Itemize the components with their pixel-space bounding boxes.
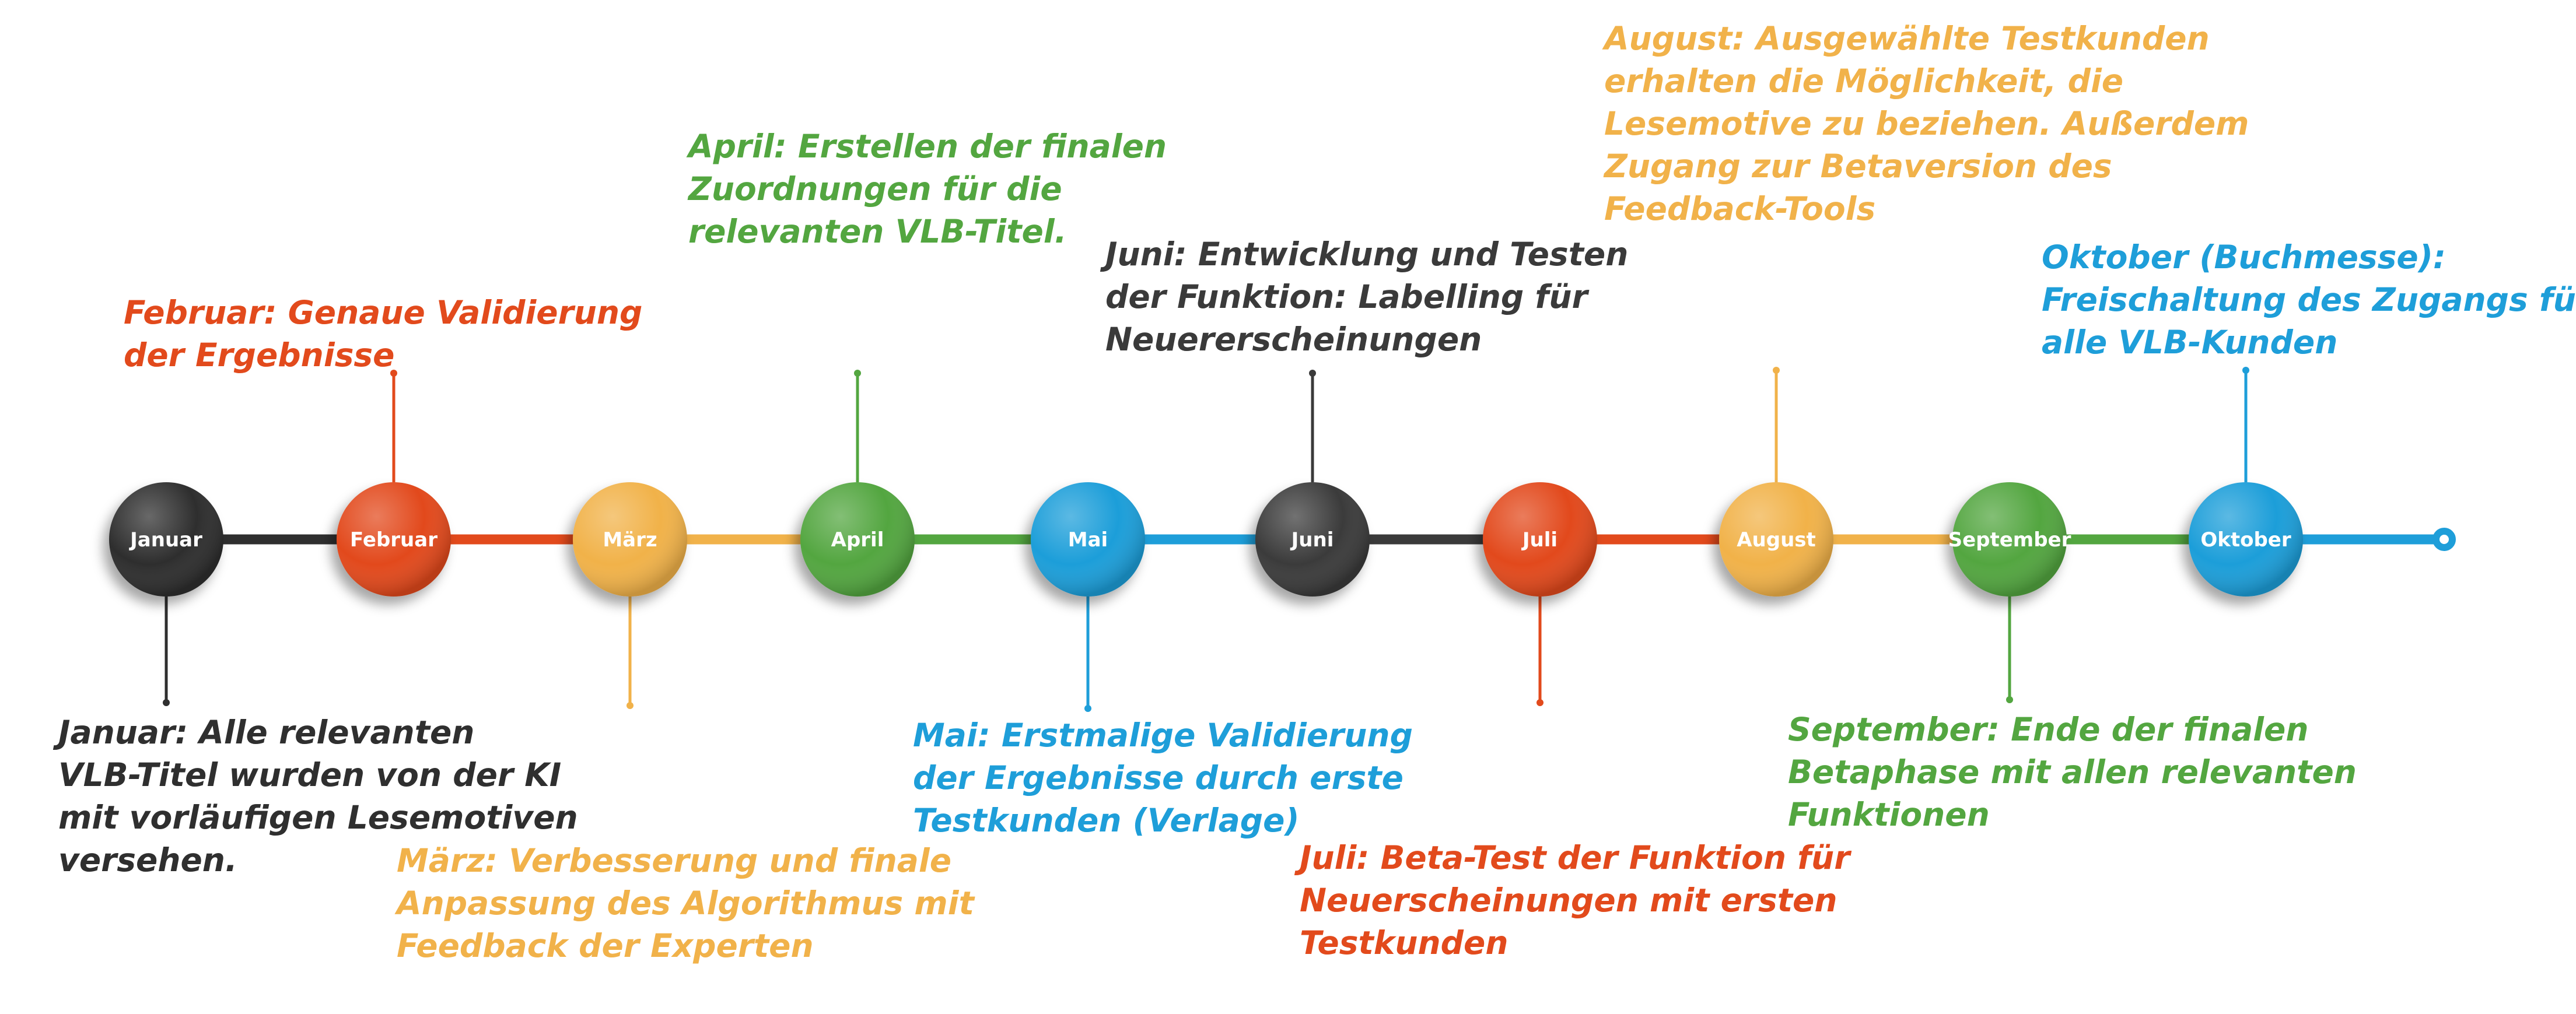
note-line: Oktober (Buchmesse): bbox=[2042, 238, 2446, 276]
month-highlight-april bbox=[800, 482, 915, 597]
note-august: August: Ausgewählte Testkunden erhalten d… bbox=[1604, 17, 2249, 230]
month-node-januar: Januar bbox=[109, 482, 223, 597]
note-line: relevanten VLB-Titel. bbox=[688, 213, 1067, 250]
note-line: Feedback der Experten bbox=[397, 927, 814, 964]
month-highlight-januar bbox=[109, 482, 223, 597]
month-node-april: April bbox=[800, 482, 915, 597]
month-label-mai: Mai bbox=[1068, 528, 1108, 552]
note-line: Zugang zur Betaversion des bbox=[1604, 148, 2112, 185]
stem-dot-april bbox=[854, 370, 861, 377]
note-line: Betaphase mit allen relevanten bbox=[1788, 753, 2357, 791]
month-label-maerz: März bbox=[603, 528, 657, 552]
stem-dot-juli bbox=[1536, 699, 1544, 706]
stem-dot-august bbox=[1773, 367, 1780, 374]
note-line: Feedback-Tools bbox=[1604, 190, 1876, 227]
note-line: August: Ausgewählte Testkunden bbox=[1604, 20, 2210, 57]
stem-dot-maerz bbox=[626, 702, 634, 709]
note-line: erhalten die Möglichkeit, die bbox=[1604, 62, 2124, 100]
note-line: Freischaltung des Zugangs für bbox=[2042, 281, 2576, 318]
note-line: der Funktion: Labelling für bbox=[1105, 278, 1588, 315]
month-label-juni: Juni bbox=[1290, 528, 1334, 552]
timeline-end-marker bbox=[2432, 528, 2456, 551]
note-line: Juni: Entwicklung und Testen bbox=[1105, 236, 1629, 273]
note-line: versehen. bbox=[58, 841, 237, 879]
month-highlight-juni bbox=[1255, 482, 1370, 597]
month-highlight-august bbox=[1719, 482, 1833, 597]
note-line: Lesemotive zu beziehen. Außerdem bbox=[1604, 105, 2249, 142]
stem-dot-juni bbox=[1309, 370, 1316, 377]
month-highlight-maerz bbox=[573, 482, 687, 597]
note-oktober: Oktober (Buchmesse): Freischaltung des Zu… bbox=[2042, 236, 2576, 364]
month-node-februar: Februar bbox=[337, 482, 451, 597]
month-node-mai: Mai bbox=[1031, 482, 1145, 597]
month-node-oktober: Oktober bbox=[2189, 482, 2303, 597]
stem-dot-januar bbox=[163, 699, 170, 706]
month-highlight-februar bbox=[337, 482, 451, 597]
note-mai: Mai: Erstmalige Validierung der Ergebniss… bbox=[913, 714, 1413, 842]
stem-dot-september bbox=[2006, 696, 2013, 703]
note-line: Mai: Erstmalige Validierung bbox=[913, 717, 1413, 754]
month-highlight-juli bbox=[1483, 482, 1597, 597]
month-label-februar: Februar bbox=[350, 528, 438, 552]
month-node-juni: Juni bbox=[1255, 482, 1370, 597]
month-node-juli: Juli bbox=[1483, 482, 1597, 597]
month-node-maerz: März bbox=[573, 482, 687, 597]
note-line: der Ergebnisse bbox=[124, 336, 395, 374]
month-label-januar: Januar bbox=[129, 528, 202, 552]
note-line: Funktionen bbox=[1788, 796, 1990, 833]
month-node-september: September bbox=[1948, 482, 2071, 597]
note-line: Zuordnungen für die bbox=[688, 170, 1062, 208]
note-line: mit vorläufigen Lesemotiven bbox=[58, 799, 578, 836]
note-line: Neuererscheinungen bbox=[1105, 321, 1482, 358]
note-line: April: Erstellen der finalen bbox=[688, 128, 1167, 165]
month-highlight-september bbox=[1952, 482, 2067, 597]
note-line: alle VLB-Kunden bbox=[2042, 324, 2338, 361]
stem-dot-februar bbox=[390, 370, 397, 377]
stem-dot-oktober bbox=[2242, 367, 2249, 374]
month-label-juli: Juli bbox=[1521, 528, 1558, 552]
note-line: Anpassung des Algorithmus mit bbox=[397, 885, 974, 922]
stem-dot-mai bbox=[1084, 705, 1091, 712]
note-line: Neuerscheinungen mit ersten bbox=[1300, 882, 1838, 919]
month-highlight-oktober bbox=[2189, 482, 2303, 597]
note-line: Testkunden bbox=[1300, 924, 1508, 962]
note-line: März: Verbesserung und finale bbox=[397, 842, 952, 879]
month-label-september: September bbox=[1948, 528, 2071, 552]
month-node-august: August bbox=[1719, 482, 1833, 597]
month-label-oktober: Oktober bbox=[2200, 528, 2291, 552]
month-label-august: August bbox=[1737, 528, 1816, 552]
note-line: VLB-Titel wurden von der KI bbox=[58, 756, 562, 794]
note-line: Testkunden (Verlage) bbox=[913, 802, 1300, 839]
note-line: Februar: Genaue Validierung bbox=[124, 294, 643, 331]
note-line: der Ergebnisse durch erste bbox=[913, 759, 1404, 797]
month-highlight-mai bbox=[1031, 482, 1145, 597]
note-line: Januar: Alle relevanten bbox=[58, 714, 475, 751]
month-label-april: April bbox=[831, 528, 884, 552]
note-line: September: Ende der finalen bbox=[1788, 711, 2309, 748]
note-line: Juli: Beta-Test der Funktion für bbox=[1300, 839, 1850, 876]
note-februar: Februar: Genaue Validierung der Ergebniss… bbox=[124, 292, 642, 377]
note-juni: Juni: Entwicklung und Testen der Funktion… bbox=[1105, 233, 1628, 361]
